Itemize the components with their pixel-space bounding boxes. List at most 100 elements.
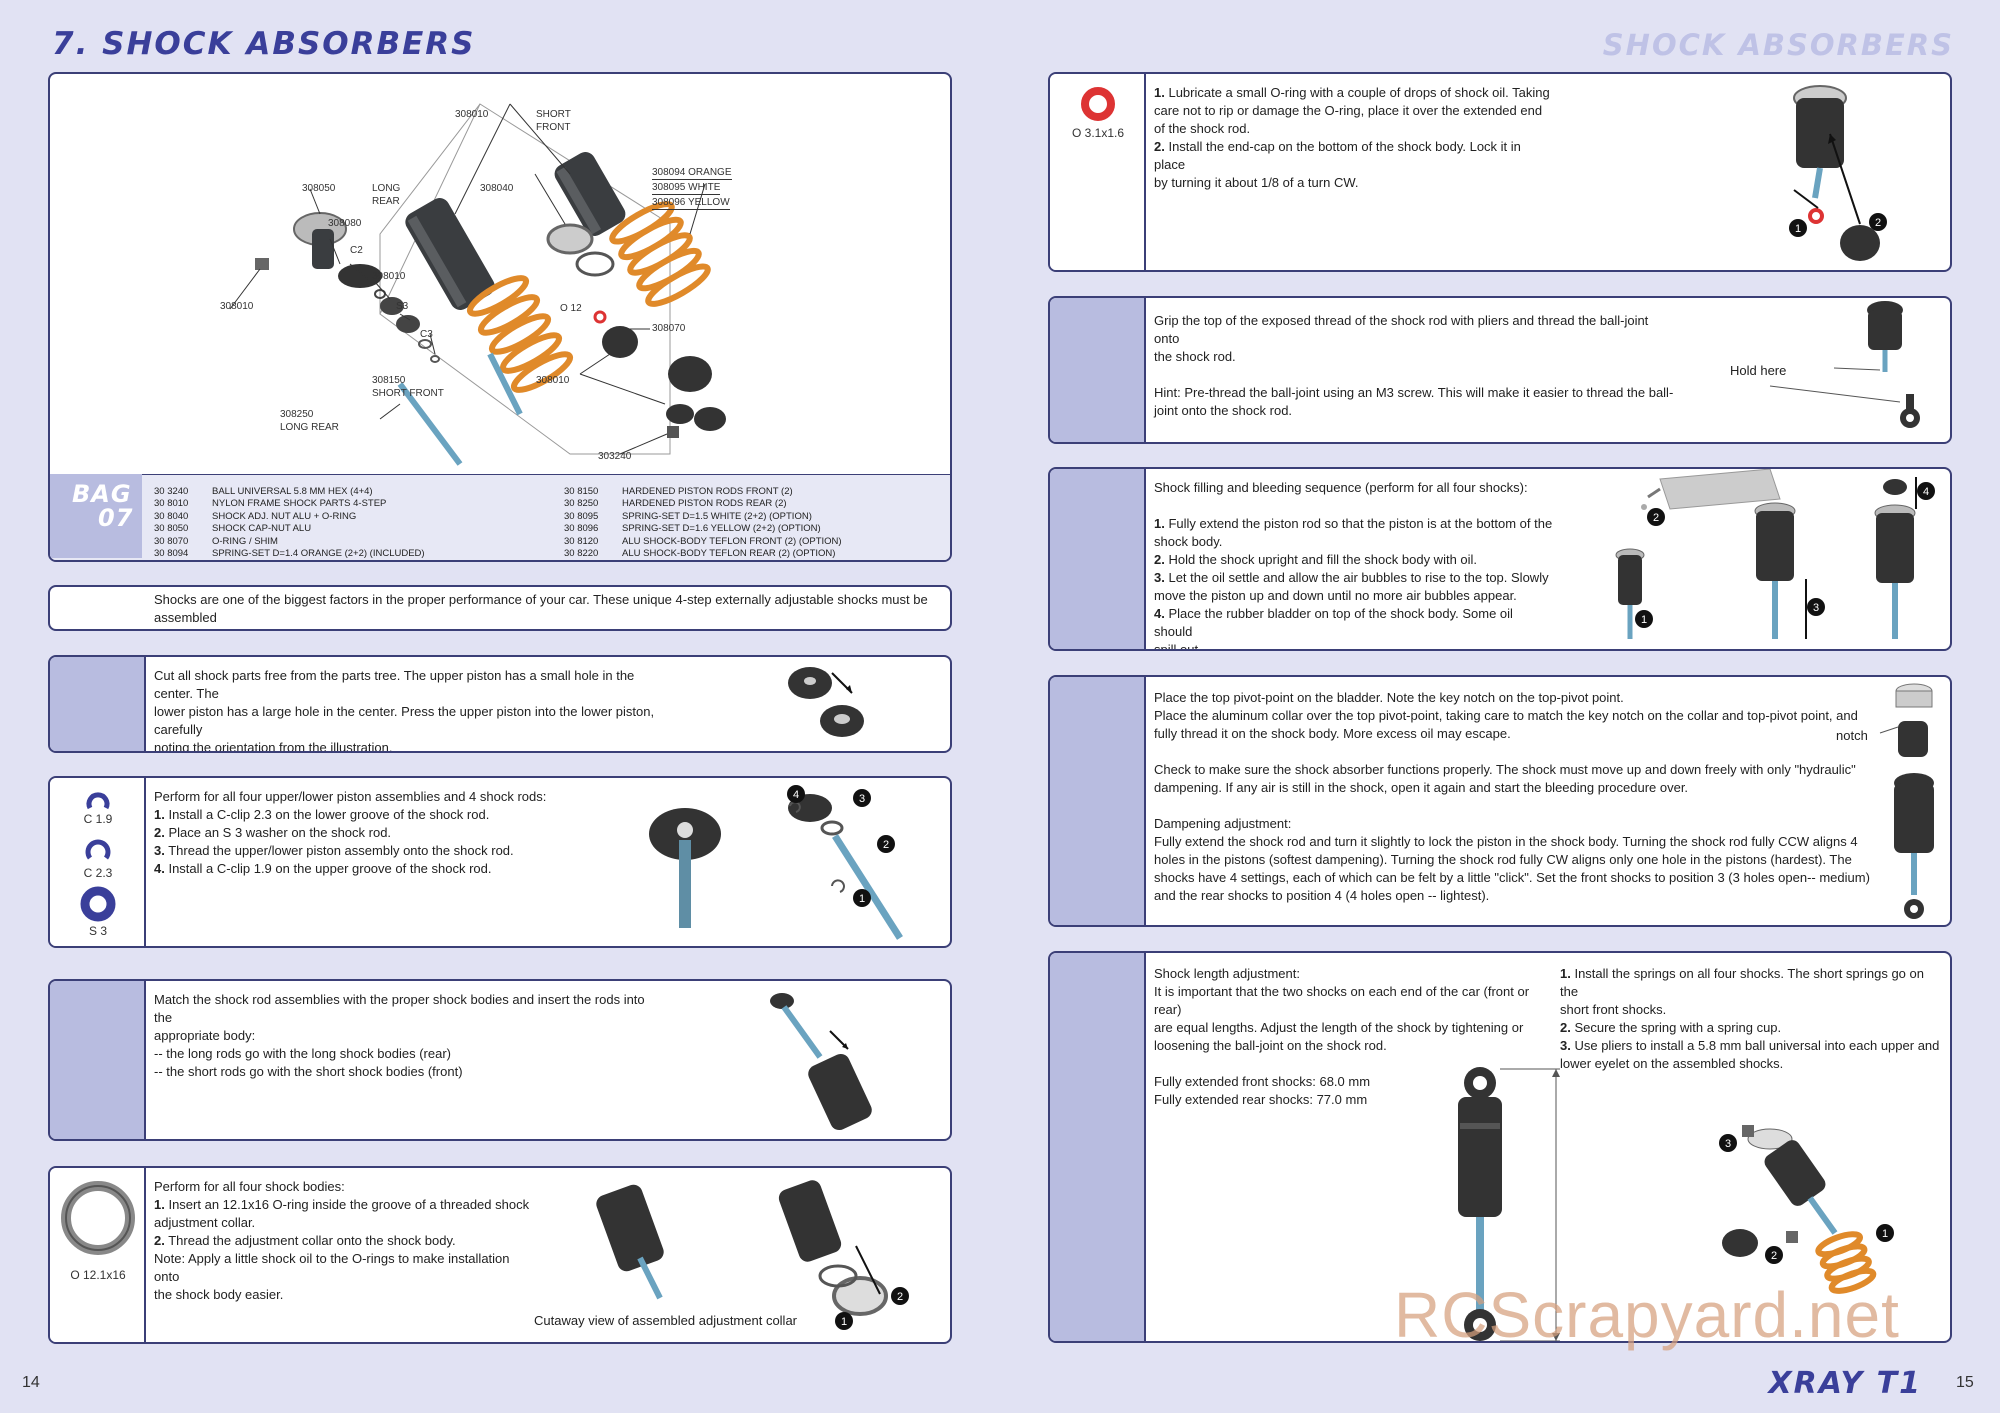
side-label-o-ring: O 12.1x16 — [70, 1268, 126, 1282]
step-side-bar — [50, 981, 146, 1139]
step-side-bar — [1050, 953, 1146, 1341]
step-4-item-2: Thread the adjustment collar onto the sh… — [168, 1233, 456, 1248]
step-num: 2. — [1560, 1020, 1571, 1035]
label-308010-top: 308010 — [455, 109, 489, 120]
part-description: SPRING-SET D=1.5 WHITE (2+2) (OPTION) — [622, 510, 812, 522]
label-308070: 308070 — [652, 323, 686, 334]
parts-list-row: 30 8010 NYLON FRAME SHOCK PARTS 4-STEP — [154, 498, 425, 510]
bag-label: BAG — [72, 480, 132, 508]
collar-cutaway-illustration — [596, 1184, 664, 1300]
piston-rod-illustration: 4 3 2 1 — [649, 785, 903, 940]
part-code: 30 3240 — [154, 486, 189, 497]
label-308250: 308250 LONG REAR — [280, 409, 339, 433]
step-7-item-4: Place the rubber bladder on top of the s… — [1154, 606, 1513, 651]
svg-text:2: 2 — [883, 839, 889, 851]
end-cap-illustration: 1 2 — [1789, 85, 1887, 261]
step-num: 3. — [154, 843, 165, 858]
intro-text: Shocks are one of the biggest factors in… — [154, 592, 929, 629]
label-308010-left: 308010 — [220, 301, 254, 312]
step-side-bar — [1050, 469, 1146, 649]
step-num: 2. — [1154, 552, 1165, 567]
part-description: NYLON FRAME SHOCK PARTS 4-STEP — [212, 498, 387, 510]
step-num: 4. — [154, 861, 165, 876]
collar-assembly-illustration: 2 1 — [778, 1180, 909, 1330]
part-description: SHOCK ADJ. NUT ALU + O-RING — [212, 510, 357, 522]
parts-list-row: 30 8120 ALU SHOCK-BODY TEFLON FRONT (2) (… — [564, 536, 842, 548]
page-number-right: 15 — [1956, 1374, 1974, 1391]
label-s3: S3 — [396, 301, 409, 312]
label-c3: C3 — [420, 329, 433, 340]
step-7-item-2: Hold the shock upright and fill the shoc… — [1168, 552, 1478, 567]
step-9-item-3: Use pliers to install a 5.8 mm ball univ… — [1560, 1038, 1940, 1071]
step-7-text: Shock filling and bleeding sequence (per… — [1154, 479, 1554, 651]
svg-text:3: 3 — [1725, 1138, 1731, 1150]
step-3-text: Match the shock rod assemblies with the … — [154, 992, 645, 1079]
svg-text:2: 2 — [897, 1291, 903, 1303]
rod-into-body-illustration — [770, 993, 872, 1131]
svg-text:1: 1 — [1641, 614, 1647, 626]
part-description: SHOCK CAP-NUT ALU — [212, 523, 312, 535]
step-num: 4. — [1154, 606, 1165, 621]
svg-text:1: 1 — [1795, 223, 1801, 235]
step-4-intro: Perform for all four shock bodies: — [154, 1179, 345, 1194]
label-308095: 308095 WHITE — [652, 182, 721, 195]
exploded-view-illustration — [229, 103, 726, 466]
label-long-rear: LONG REAR — [372, 183, 401, 207]
label-303240: 303240 — [598, 451, 632, 462]
label-308150: 308150 SHORT FRONT — [372, 375, 444, 399]
part-code: 30 8120 — [564, 535, 599, 547]
step-9-list: 1. Install the springs on all four shock… — [1560, 965, 1940, 1073]
step-num: 2. — [154, 825, 165, 840]
step-2-panel: C 1.9 C 2.3 S 3 Perform for all four upp… — [48, 776, 952, 948]
step-5-text: 1. Lubricate a small O-ring with a coupl… — [1154, 84, 1554, 192]
label-308080: 308080 — [328, 218, 362, 229]
ball-joint-illustration — [1769, 301, 1920, 428]
part-description: O-RING / SHIM — [212, 535, 278, 547]
step-5-panel: O 3.1x1.6 1. Lubricate a small O-ring wi… — [1048, 72, 1952, 272]
svg-text:1: 1 — [859, 893, 865, 905]
step-4-text: Perform for all four shock bodies: 1. In… — [154, 1178, 534, 1304]
step-9-item-1: Install the springs on all four shocks. … — [1560, 966, 1924, 1017]
step-2-text: Perform for all four upper/lower piston … — [154, 788, 554, 878]
filling-sequence-illustration: 2 1 3 4 — [1615, 469, 1935, 639]
o-ring-12-1x16-icon — [61, 1181, 135, 1255]
svg-text:2: 2 — [1771, 1250, 1777, 1262]
step-7-item-3: Let the oil settle and allow the air bub… — [1154, 570, 1549, 603]
step-num: 3. — [1154, 570, 1165, 585]
step-num: 1. — [154, 1197, 165, 1212]
side-label-s3: S 3 — [88, 924, 107, 938]
part-code: 30 8010 — [154, 498, 189, 510]
step-5-item-2: Install the end-cap on the bottom of the… — [1154, 139, 1521, 190]
step-num: 1. — [154, 807, 165, 822]
part-description: ALU SHOCK-BODY TEFLON FRONT (2) (OPTION) — [622, 535, 842, 547]
part-code: 30 8095 — [564, 510, 599, 522]
step-7-panel: Shock filling and bleeding sequence (per… — [1048, 467, 1952, 651]
part-description: SPRING-SET D=1.4 ORANGE (2+2) (INCLUDED) — [212, 548, 425, 560]
step-9-panel: Shock length adjustment: It is important… — [1048, 951, 1952, 1343]
step-num: 3. — [1560, 1038, 1571, 1053]
label-short-front: SHORT FRONT — [536, 109, 571, 133]
step-2-intro: Perform for all four upper/lower piston … — [154, 789, 547, 804]
part-description: ALU SHOCK-BODY TEFLON REAR (2) (OPTION) — [622, 548, 836, 560]
part-code: 30 8096 — [564, 523, 599, 535]
step-side-bar — [50, 657, 146, 751]
top-pivot-illustration — [1879, 683, 1934, 919]
step-2-item-3: Thread the upper/lower piston assembly o… — [168, 843, 514, 858]
label-308094: 308094 ORANGE — [652, 167, 732, 180]
part-code: 30 8150 — [564, 486, 599, 497]
step-num: 1. — [1154, 85, 1165, 100]
svg-text:3: 3 — [1813, 602, 1819, 614]
step-7-intro: Shock filling and bleeding sequence (per… — [1154, 480, 1528, 495]
step-3-panel: Match the shock rod assemblies with the … — [48, 979, 952, 1141]
label-308040: 308040 — [480, 183, 514, 194]
step-2-item-2: Place an S 3 washer on the shock rod. — [168, 825, 392, 840]
part-code: 30 8220 — [564, 548, 599, 560]
svg-text:2: 2 — [1653, 512, 1659, 524]
page-number-left: 14 — [22, 1374, 40, 1391]
parts-list-row: 30 8095 SPRING-SET D=1.5 WHITE (2+2) (OPT… — [564, 511, 842, 523]
step-7-item-1: Fully extend the piston rod so that the … — [1154, 516, 1553, 549]
